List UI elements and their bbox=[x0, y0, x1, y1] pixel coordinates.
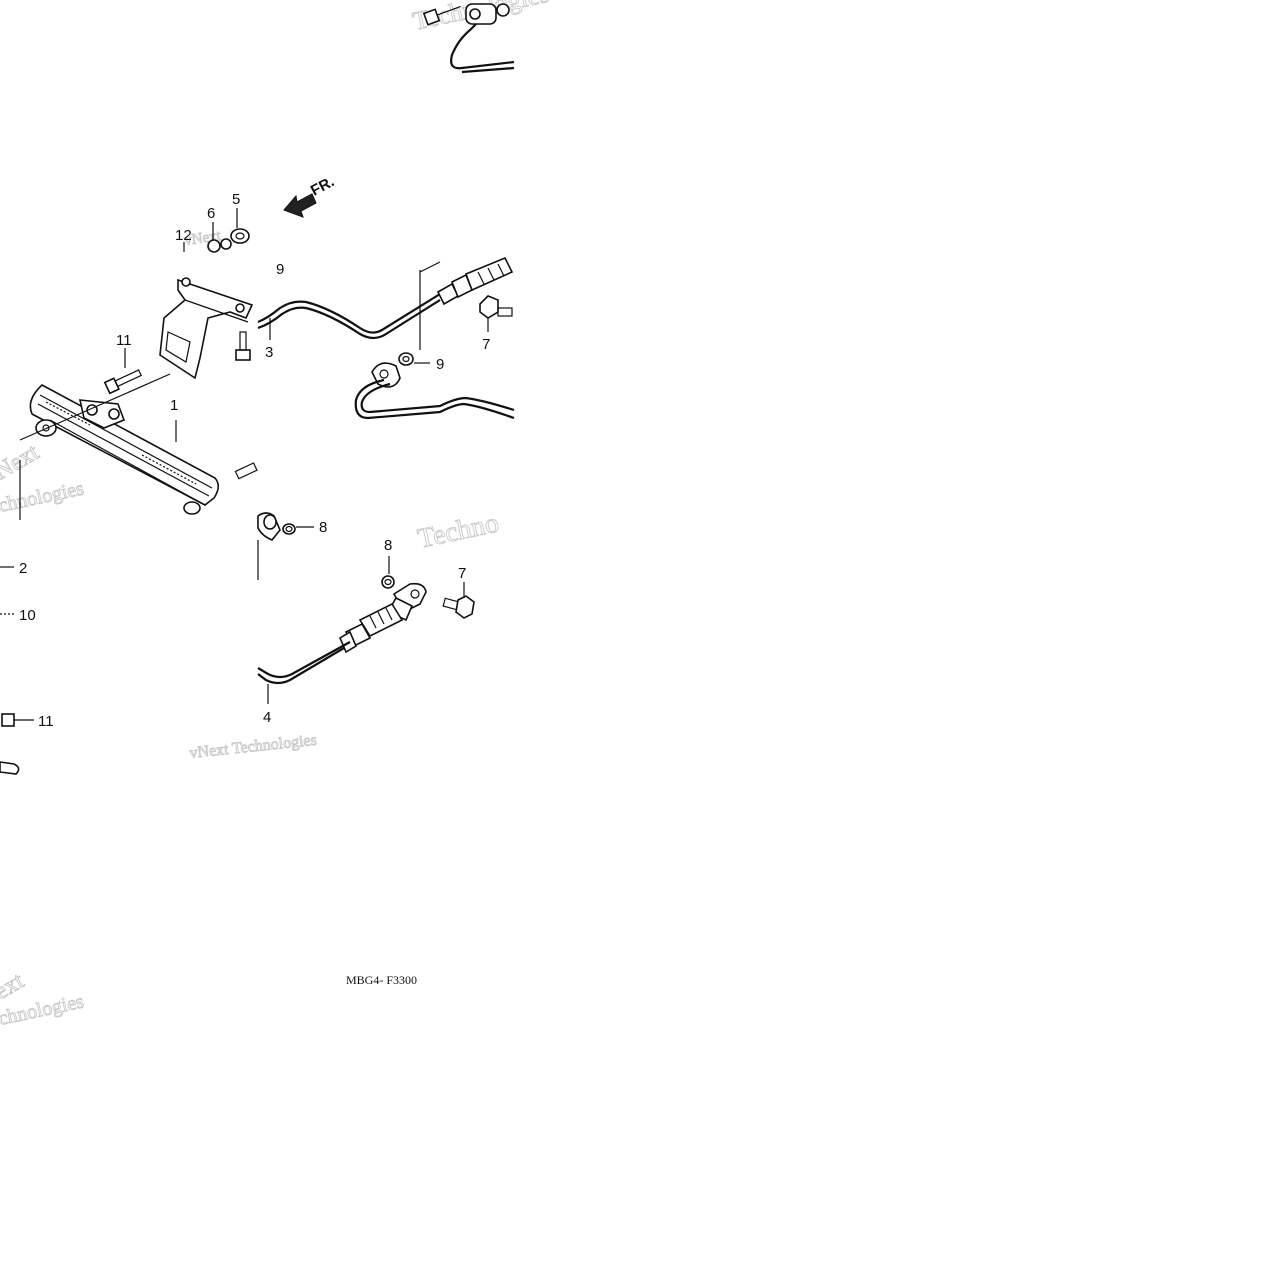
hose bbox=[419, 256, 514, 350]
callout-9: 9 bbox=[276, 261, 284, 278]
callout-8: 8 bbox=[319, 519, 327, 536]
pipe-flange bbox=[371, 362, 401, 388]
callout-7: 7 bbox=[458, 565, 466, 582]
bolt bbox=[442, 595, 475, 619]
callout-7: 7 bbox=[482, 336, 490, 353]
bracket bbox=[159, 278, 254, 380]
sealing-washer bbox=[381, 575, 395, 589]
watermark: Next bbox=[0, 439, 44, 485]
bolt bbox=[1, 713, 34, 727]
figure-code: MBG4- F3300 bbox=[346, 973, 417, 987]
watermark: vNext Technologies bbox=[189, 732, 318, 762]
callout-5: 5 bbox=[232, 191, 240, 208]
oil-pipe bbox=[257, 647, 345, 685]
bolt bbox=[103, 369, 143, 395]
callout-11: 11 bbox=[116, 332, 132, 349]
callout-3: 3 bbox=[265, 344, 273, 361]
sealing-washer bbox=[282, 523, 296, 535]
callout-12: 12 bbox=[175, 227, 192, 244]
callouts: 1 2 3 4 5 6 7 7 8 8 9 9 10 11 11 12 bbox=[19, 191, 490, 730]
watermark: chnologies bbox=[0, 477, 86, 517]
watermark: ext bbox=[0, 968, 29, 1005]
callout-2: 2 bbox=[19, 560, 27, 577]
callout-1: 1 bbox=[170, 397, 178, 414]
watermarks: Technologies vNext Next chnologies Techn… bbox=[0, 0, 552, 1030]
pipe-assembly-lower bbox=[257, 512, 475, 704]
grommet bbox=[230, 228, 250, 244]
callout-8: 8 bbox=[384, 537, 392, 554]
pipe-assembly bbox=[257, 256, 515, 420]
bolt bbox=[235, 331, 251, 361]
callout-10: 10 bbox=[19, 607, 36, 624]
bolt bbox=[479, 295, 513, 319]
oil-pipe bbox=[257, 293, 441, 334]
washer bbox=[207, 239, 221, 253]
callout-4: 4 bbox=[263, 709, 271, 726]
direction-arrow: FR. bbox=[283, 173, 337, 218]
watermark: Techno bbox=[415, 507, 502, 554]
top-inset bbox=[422, 3, 515, 74]
sealing-washer bbox=[398, 352, 414, 366]
left-inset bbox=[0, 208, 258, 775]
nut bbox=[220, 238, 232, 250]
callout-6: 6 bbox=[207, 205, 215, 222]
callout-9: 9 bbox=[436, 356, 444, 373]
callout-11: 11 bbox=[38, 713, 54, 730]
